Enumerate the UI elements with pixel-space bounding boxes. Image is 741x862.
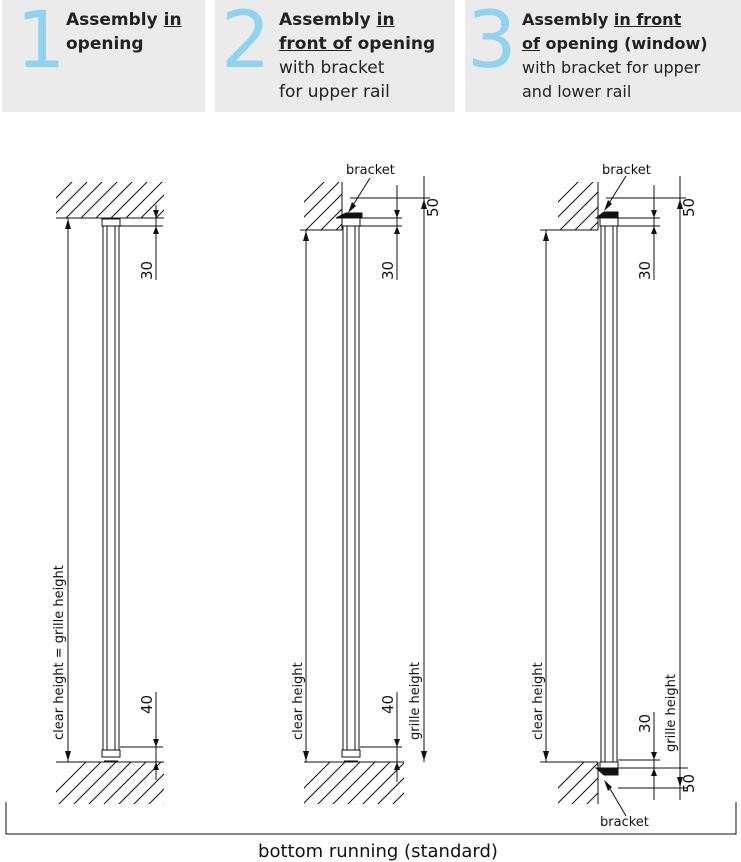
- panel-2-text: Assembly in front of opening with bracke…: [279, 8, 435, 104]
- panel-1-text: Assembly in opening: [66, 8, 182, 56]
- panel-3-title-a: Assembly: [522, 10, 614, 29]
- panel-3-title-line2-b: opening (window): [539, 34, 708, 53]
- dim-50-d3-bottom: 50: [680, 774, 698, 793]
- panel-3-title-line2: of opening (window): [522, 32, 708, 56]
- panel-3: 3 Assembly in front of opening (window) …: [465, 0, 741, 112]
- grille-1: [101, 218, 121, 762]
- panel-1-title-line1: Assembly in: [66, 8, 182, 32]
- grille-2: [341, 217, 361, 762]
- dim-50-d3-top: 50: [680, 198, 698, 217]
- dim-50-d2: 50: [424, 198, 442, 217]
- label-grille-d3: grille height: [664, 674, 679, 752]
- grille-3: [599, 217, 619, 769]
- panel-2-desc-line1: with bracket: [279, 58, 385, 78]
- panel-2-title-line1: Assembly in: [279, 8, 435, 32]
- panel-3-desc-line2: and lower rail: [522, 82, 632, 101]
- panel-1-title-line2: opening: [66, 32, 182, 56]
- label-clear-eq-grille: clear height = grille height: [52, 565, 67, 740]
- dim-30-d3-bottom: 30: [636, 714, 654, 733]
- panel-3-desc-line1: with bracket for upper: [522, 58, 701, 77]
- bracket-3-bottom: [594, 767, 619, 776]
- panel-1: 1 Assembly in opening: [2, 0, 205, 112]
- label-bracket-d3-top: bracket: [602, 163, 651, 178]
- panel-3-title-line2-u: of: [522, 34, 540, 53]
- panel-1-title-u: in: [163, 10, 182, 30]
- dim-40-d2: 40: [379, 695, 397, 714]
- wall-top-1: [56, 182, 164, 219]
- bracket-3-top: [594, 211, 619, 219]
- panel-2-title-line2-b: opening: [351, 34, 436, 54]
- label-clear-d2: clear height: [291, 662, 306, 740]
- panel-2-title-line2-u: front of: [279, 34, 352, 54]
- panel-3-title-line1: Assembly in front: [522, 8, 708, 32]
- footer-label: bottom running (standard): [258, 841, 498, 862]
- dim-30-d1: 30: [138, 261, 156, 280]
- label-clear-d3: clear height: [531, 662, 546, 740]
- panel-3-text: Assembly in front of opening (window) wi…: [522, 8, 708, 104]
- floor-2: [304, 761, 404, 804]
- label-grille-d2: grille height: [408, 662, 423, 740]
- footer-bracket-line: [5, 802, 737, 835]
- dim-30-d2: 30: [379, 261, 397, 280]
- panel-1-number: 1: [16, 0, 66, 86]
- panel-3-number: 3: [467, 0, 517, 86]
- label-bracket-d3-bottom: bracket: [600, 815, 649, 830]
- floor-1: [56, 761, 164, 804]
- dim-lines-1: [62, 205, 163, 780]
- dim-40-d1: 40: [138, 695, 156, 714]
- panel-2-title-a: Assembly: [279, 10, 377, 30]
- panel-2: 2 Assembly in front of opening with brac…: [215, 0, 455, 112]
- dim-30-d3-top: 30: [636, 261, 654, 280]
- panel-2-title-u: in: [376, 10, 395, 30]
- dim-lines-2: [300, 176, 430, 782]
- bracket-2: [335, 212, 363, 219]
- panel-2-desc-line2: for upper rail: [279, 82, 390, 102]
- panel-3-title-u: in front: [613, 10, 682, 29]
- panel-1-title-a: Assembly: [66, 10, 164, 30]
- panel-1-title-line2-b: opening: [66, 34, 144, 54]
- panel-2-number: 2: [221, 0, 271, 86]
- label-bracket-d2: bracket: [346, 163, 395, 178]
- dimension-arrows: [65, 199, 683, 791]
- panel-2-title-line2: front of opening: [279, 32, 435, 56]
